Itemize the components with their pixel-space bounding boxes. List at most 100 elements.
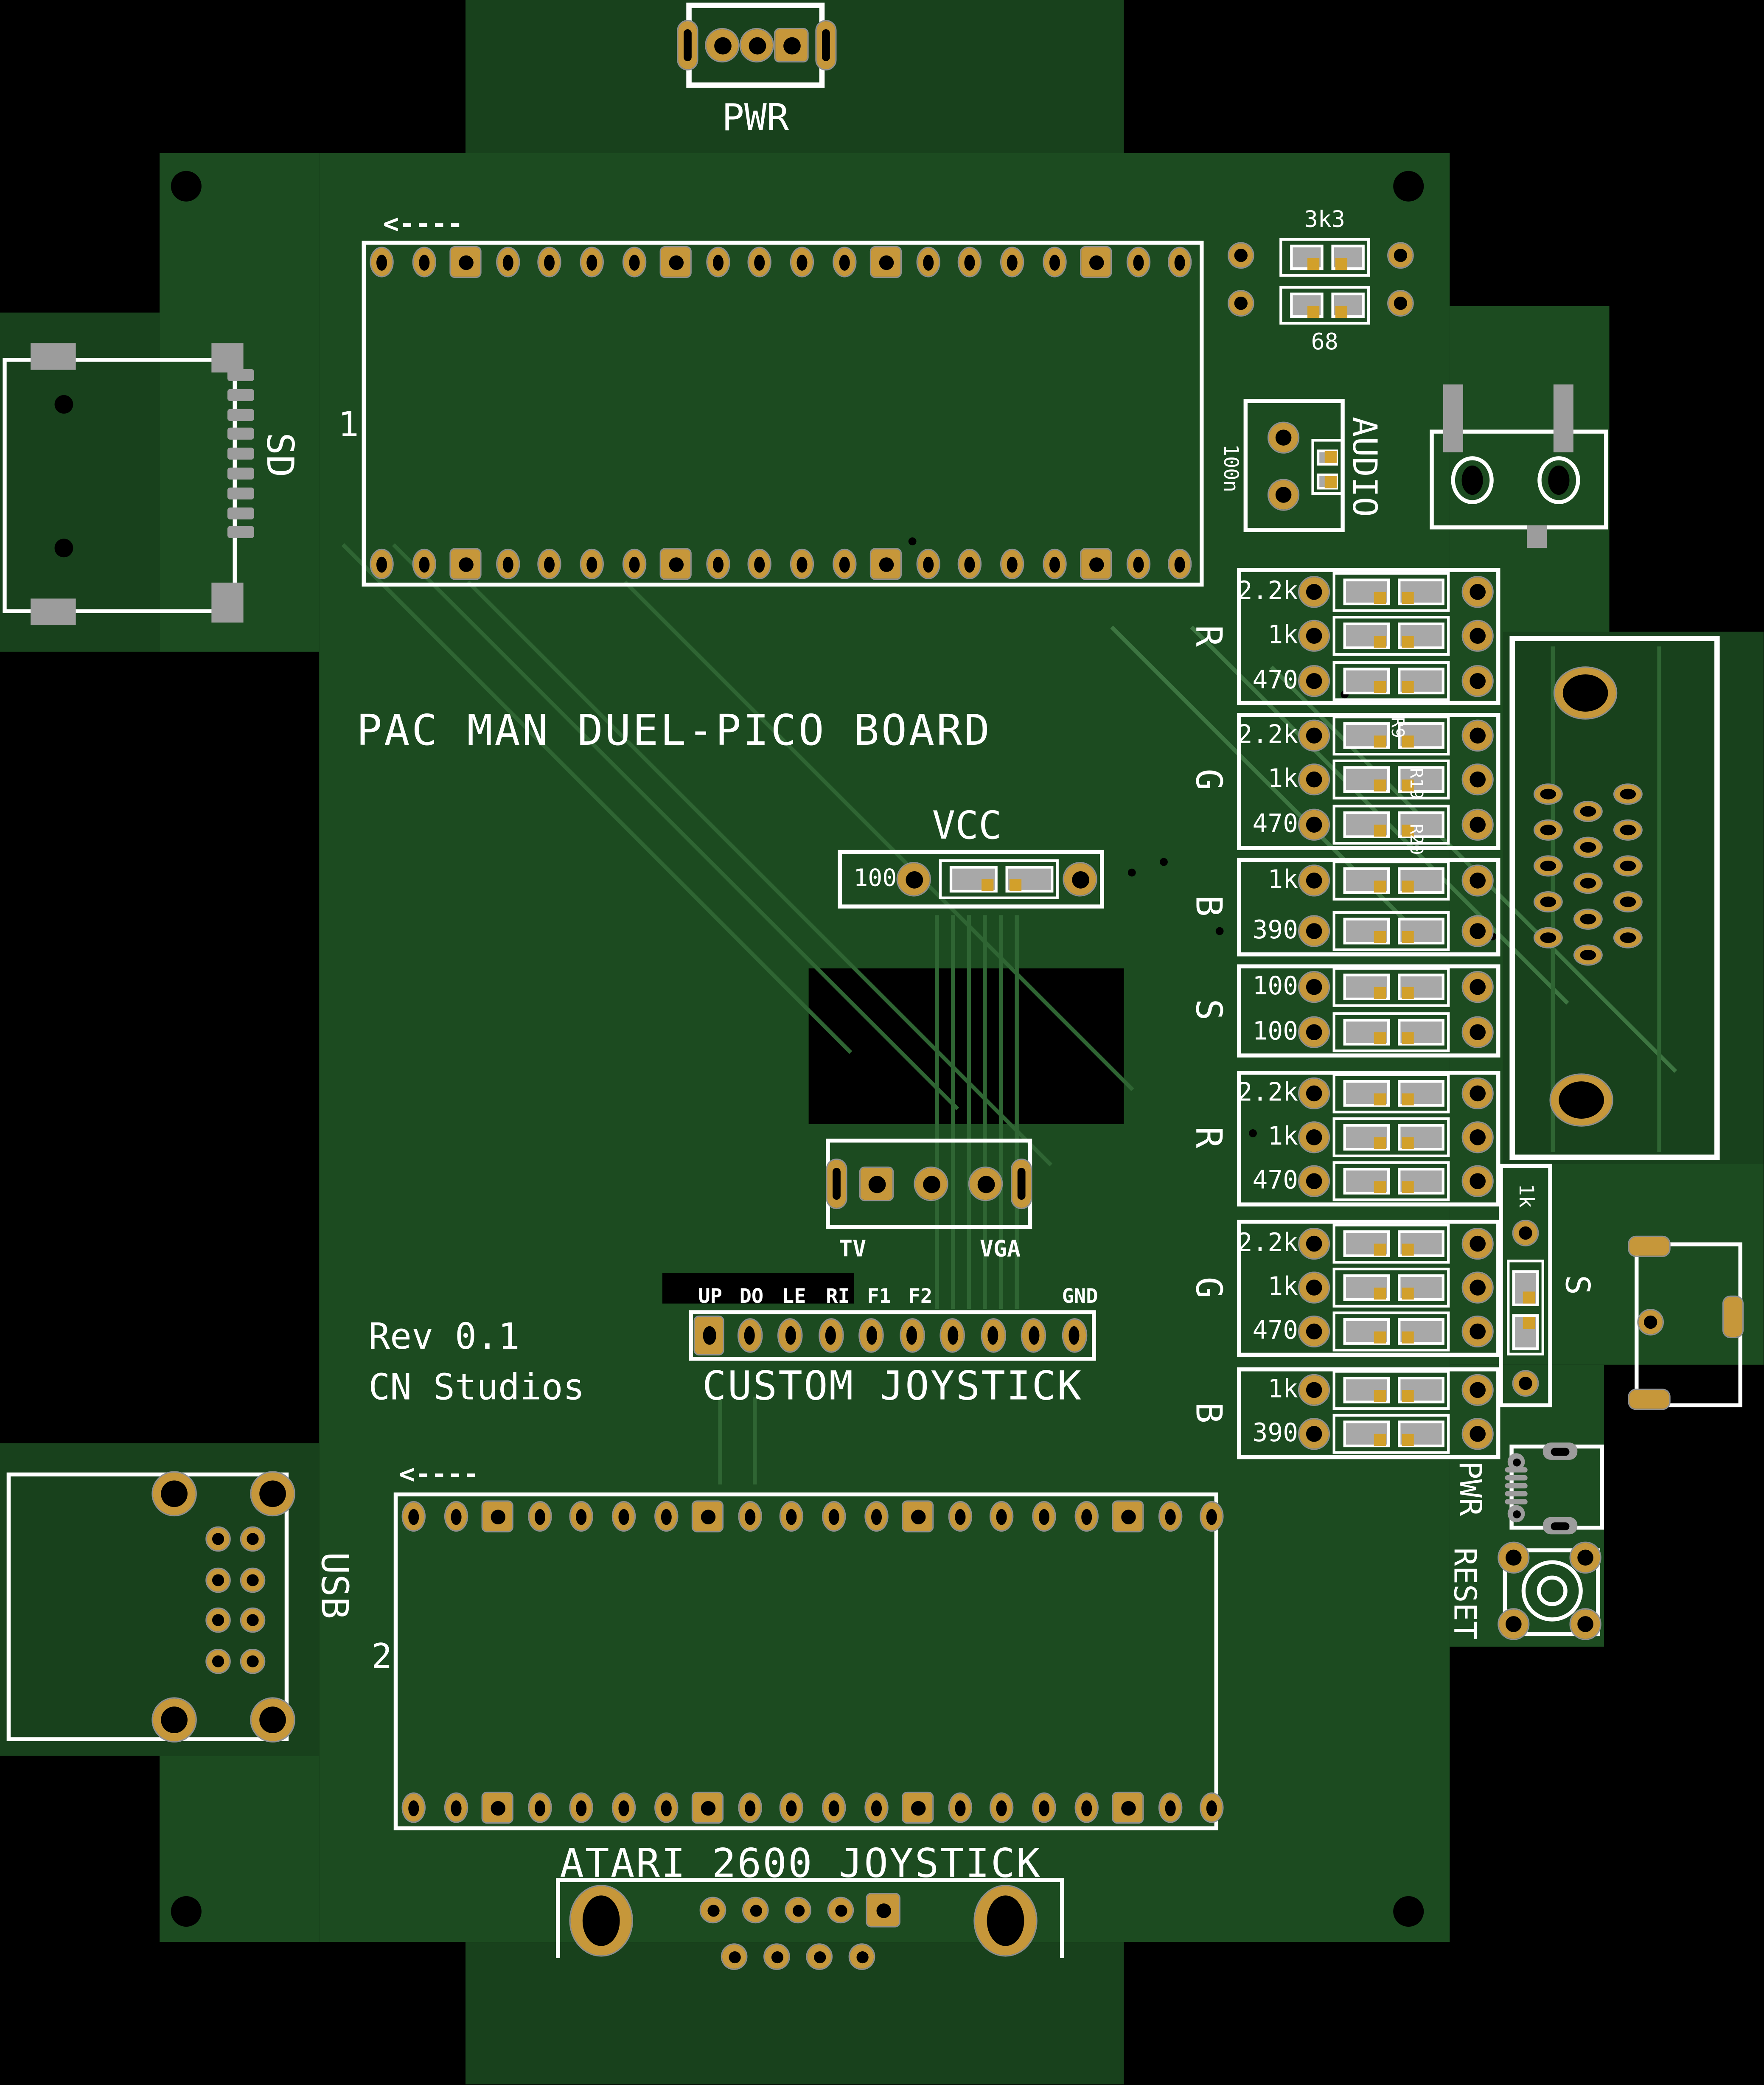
pad: [958, 548, 982, 579]
pad: [980, 1318, 1006, 1353]
pad: [611, 1792, 636, 1823]
pad: [693, 1315, 724, 1355]
pad: [1042, 548, 1066, 579]
pad: [1298, 808, 1330, 841]
mounting-hole: [1393, 171, 1424, 202]
pad: [1533, 855, 1563, 877]
pad: [1505, 1499, 1528, 1504]
bank-label-G1: G: [1187, 769, 1228, 791]
pad: [1112, 1500, 1144, 1532]
smd-solder-tab: [1374, 1137, 1386, 1150]
pad: [1387, 290, 1414, 317]
pad: [948, 1792, 972, 1823]
pad: [401, 1501, 426, 1532]
pad: [1168, 548, 1192, 579]
pad: [227, 487, 254, 500]
pad: [205, 1608, 231, 1633]
pad: [1505, 1491, 1528, 1497]
audio-jack-hole: [1451, 456, 1494, 504]
pad: [151, 1697, 197, 1743]
smd-solder-tab: [1335, 257, 1348, 269]
pad: [870, 548, 902, 580]
pad: [227, 408, 254, 421]
pad: [1298, 1121, 1330, 1153]
pad: [1298, 864, 1330, 897]
r-value: 470: [1252, 665, 1298, 695]
pad: [948, 1501, 972, 1532]
cap-100n-label: 100n: [1219, 444, 1243, 492]
bank-label-R2: R: [1187, 1126, 1228, 1148]
pad: [1542, 1517, 1578, 1535]
pad: [739, 28, 774, 63]
pad: [1298, 1315, 1330, 1348]
designator-r9: R9: [1386, 717, 1407, 738]
pad: [785, 1897, 811, 1924]
r-value: 100: [1252, 1017, 1298, 1047]
custom-joystick-label: CUSTOM JOYSTICK: [702, 1363, 1083, 1410]
pad: [538, 247, 562, 278]
pad: [1573, 873, 1603, 894]
cap-100n: [1311, 439, 1343, 495]
pad: [580, 548, 604, 579]
smd-solder-tab: [1374, 636, 1386, 648]
smd-solder-tab: [1324, 451, 1336, 463]
pad: [401, 1792, 426, 1823]
smd-solder-tab: [1402, 1093, 1414, 1106]
bank-group-S: [1237, 964, 1500, 1058]
resistor: [1332, 1161, 1450, 1201]
r-value: 390: [1252, 1418, 1298, 1448]
bank-label-R1: R: [1187, 625, 1228, 647]
pad: [866, 1893, 900, 1928]
sd-pad: [211, 582, 244, 623]
s-resistor-outline: [1499, 1164, 1552, 1408]
board-sd-ext: [0, 312, 160, 652]
via: [1160, 858, 1168, 866]
pad: [818, 1318, 844, 1353]
pad: [1298, 915, 1330, 947]
pad: [1461, 620, 1494, 652]
header1-number: 1: [338, 405, 359, 446]
pad: [1573, 908, 1603, 930]
resistor: [1332, 1370, 1450, 1410]
pad: [1461, 808, 1494, 841]
pad: [227, 467, 254, 480]
joystick-pin-f1: F1: [867, 1284, 892, 1308]
tv-label: TV: [839, 1236, 867, 1263]
pad: [748, 548, 772, 579]
usb-connector-outline: [6, 1472, 289, 1741]
r-value: 390: [1252, 915, 1298, 945]
bank-label-S: S: [1187, 999, 1228, 1021]
bank-group-R2: [1237, 1071, 1500, 1207]
smd-solder-tab: [1374, 1434, 1386, 1446]
pad: [580, 247, 604, 278]
atari-outline: [556, 1878, 1064, 1958]
board-cutout-center: [808, 968, 1124, 1124]
pad: [482, 1500, 514, 1532]
pad: [706, 548, 730, 579]
smd-solder-tab: [1009, 879, 1022, 891]
pad: [1074, 1792, 1098, 1823]
pad: [205, 1648, 231, 1674]
pad: [990, 1792, 1014, 1823]
r-value: 470: [1252, 1316, 1298, 1346]
pad: [1063, 862, 1097, 897]
resistor: [1332, 967, 1450, 1007]
trace: [753, 1397, 756, 1484]
pad: [1461, 1165, 1494, 1197]
pad: [1298, 1165, 1330, 1197]
resistor: [1332, 1073, 1450, 1114]
vga-label: VGA: [979, 1236, 1021, 1263]
bank-group-G2: [1237, 1220, 1500, 1357]
pad: [1298, 576, 1330, 608]
resistor-3k3: [1279, 238, 1370, 277]
pad: [569, 1885, 633, 1957]
pad: [858, 1318, 884, 1353]
board-title: PAC MAN DUEL-PICO BOARD: [356, 705, 992, 756]
pin1-arrow2: <----: [399, 1458, 480, 1490]
pad: [1267, 479, 1300, 511]
reset-button-ring: [1521, 1560, 1583, 1622]
pad: [806, 1943, 833, 1970]
pad: [449, 246, 482, 278]
smd-solder-tab: [1374, 825, 1386, 837]
pad: [1267, 421, 1300, 454]
